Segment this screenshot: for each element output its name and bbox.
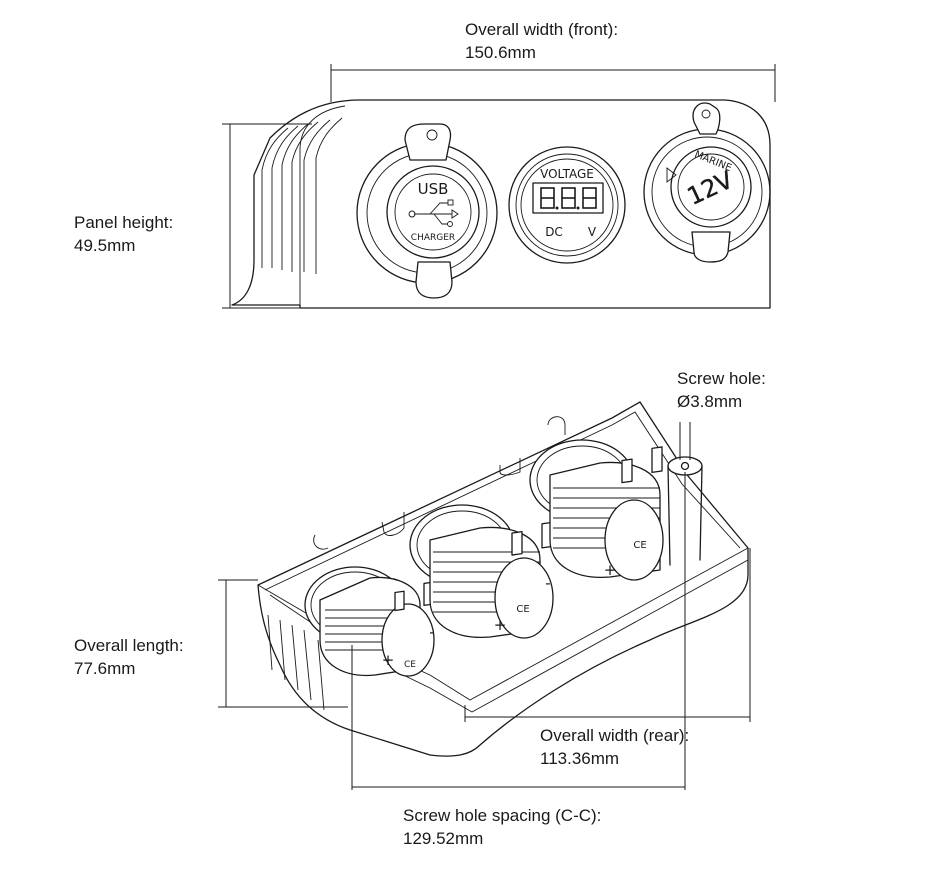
label-overall-width-front: Overall width (front): 150.6mm <box>465 18 618 64</box>
rear-middle-minus: - <box>545 574 550 592</box>
front-dimension-lines <box>222 64 776 309</box>
screw-hole-value: Ø3.8mm <box>677 392 743 411</box>
label-screw-hole-spacing: Screw hole spacing (C-C): 129.52mm <box>403 804 601 850</box>
overall-width-front-label: Overall width (front): <box>465 20 619 39</box>
arrow-icon <box>666 167 677 183</box>
rear-socket-right: + CE <box>529 439 664 581</box>
label-panel-height: Panel height: 49.5mm <box>74 211 173 257</box>
screw-hole-icon <box>680 461 690 471</box>
rear-dimension-lines <box>218 422 751 790</box>
power-socket: MARINE 12V <box>643 102 771 263</box>
label-screw-hole: Screw hole: Ø3.8mm <box>677 367 766 413</box>
overall-length-label: Overall length: <box>74 636 184 655</box>
voltmeter: VOLTAGE DC V <box>508 146 626 264</box>
screw-hole-spacing-value: 129.52mm <box>403 829 484 848</box>
usb-charger-label: CHARGER <box>411 233 455 243</box>
rear-ribs <box>267 614 325 711</box>
usb-icon <box>408 199 459 227</box>
rear-left-plus: + <box>382 651 395 669</box>
rear-middle-plus: + <box>494 616 507 634</box>
rear-left-minus: - <box>429 623 434 641</box>
overall-width-rear-value: 113.36mm <box>540 749 620 768</box>
label-overall-width-rear: Overall width (rear): 113.36mm <box>540 724 689 770</box>
rear-right-plus: + <box>604 561 617 579</box>
overall-length-value: 77.6mm <box>74 659 136 678</box>
front-ribs <box>261 117 343 274</box>
panel-height-value: 49.5mm <box>74 236 136 255</box>
usb-socket: USB CHARGER <box>356 123 498 299</box>
rear-view: + - CE + - CE <box>257 401 749 757</box>
rear-right-ce: CE <box>633 540 646 551</box>
screw-post-right <box>667 456 703 566</box>
overall-width-rear-label: Overall width (rear): <box>540 726 690 745</box>
rear-clip <box>499 458 521 476</box>
front-view: USB CHARGER VOLTAGE <box>231 99 771 309</box>
voltmeter-display <box>532 182 604 214</box>
front-housing <box>231 99 771 309</box>
power-cap-tab <box>691 231 731 263</box>
screw-hole-spacing-label: Screw hole spacing (C-C): <box>403 806 602 825</box>
panel-height-label: Panel height: <box>74 213 174 232</box>
label-overall-length: Overall length: 77.6mm <box>74 634 184 680</box>
power-cap-hinge <box>692 102 721 135</box>
voltmeter-digits <box>540 187 597 210</box>
dc-label: DC <box>545 225 563 239</box>
rear-middle-ce: CE <box>516 604 529 615</box>
usb-cap-hinge <box>404 123 452 161</box>
rear-left-ce: CE <box>404 660 416 670</box>
rear-socket-left: + - CE <box>304 566 435 677</box>
usb-cap-tab <box>415 261 453 299</box>
overall-width-front-value: 150.6mm <box>465 43 536 62</box>
rear-socket-middle: + - CE <box>409 504 554 639</box>
usb-label: USB <box>418 180 449 198</box>
voltage-label: VOLTAGE <box>540 167 594 181</box>
rear-housing-outer <box>257 401 749 757</box>
rear-tab <box>547 416 566 435</box>
screw-hole-label: Screw hole: <box>677 369 766 388</box>
volt-unit-label: V <box>588 225 597 239</box>
